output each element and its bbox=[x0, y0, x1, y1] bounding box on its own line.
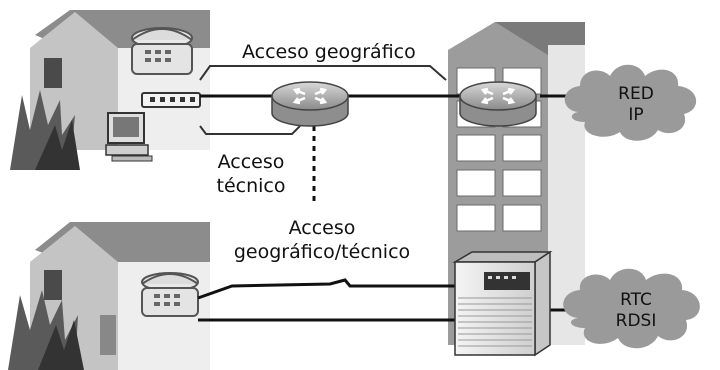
bottom-telephone-icon bbox=[141, 272, 199, 317]
pstn-isdn-label-line1: RTC bbox=[620, 290, 652, 310]
tech-access-label-line1: Acceso bbox=[217, 151, 285, 173]
top-house-bush bbox=[10, 90, 80, 170]
ip-network-label-line2: IP bbox=[628, 105, 644, 125]
pstn-isdn-label-line2: RDSI bbox=[615, 311, 657, 331]
ip-network-label-line1: RED bbox=[618, 84, 654, 104]
modem-icon bbox=[141, 92, 201, 108]
connection-lines bbox=[197, 94, 575, 322]
switch-display bbox=[484, 272, 530, 290]
telephone-switch-cabinet bbox=[452, 250, 553, 357]
pstn-isdn-label: RTC RDSI bbox=[604, 290, 668, 332]
bottom-house-window bbox=[44, 270, 62, 300]
geo-tech-access-label-line2: geográfico/técnico bbox=[233, 241, 411, 263]
tech-access-bracket bbox=[199, 125, 301, 135]
ip-network-cloud bbox=[564, 64, 697, 141]
ip-network-label: RED IP bbox=[604, 84, 668, 126]
bottom-house-door bbox=[100, 315, 116, 355]
bottom-house bbox=[8, 222, 210, 370]
top-house-window bbox=[44, 58, 62, 88]
tech-access-label: Acceso técnico bbox=[206, 150, 296, 198]
access-router-icon bbox=[271, 81, 349, 127]
pstn-isdn-cloud bbox=[563, 268, 700, 349]
geo-access-bracket bbox=[199, 65, 447, 81]
tech-access-label-line2: técnico bbox=[216, 175, 286, 197]
core-router-icon bbox=[459, 81, 537, 127]
geo-tech-access-label: Acceso geográfico/técnico bbox=[222, 216, 422, 264]
top-telephone-icon bbox=[131, 27, 193, 75]
geo-tech-access-label-line1: Acceso bbox=[288, 217, 356, 239]
bottom-house-bush bbox=[8, 290, 84, 370]
link-phone-switch-1 bbox=[197, 278, 458, 300]
geo-access-label: Acceso geográfico bbox=[242, 41, 416, 63]
top-house-gable bbox=[30, 12, 118, 150]
computer-icon bbox=[105, 112, 153, 162]
